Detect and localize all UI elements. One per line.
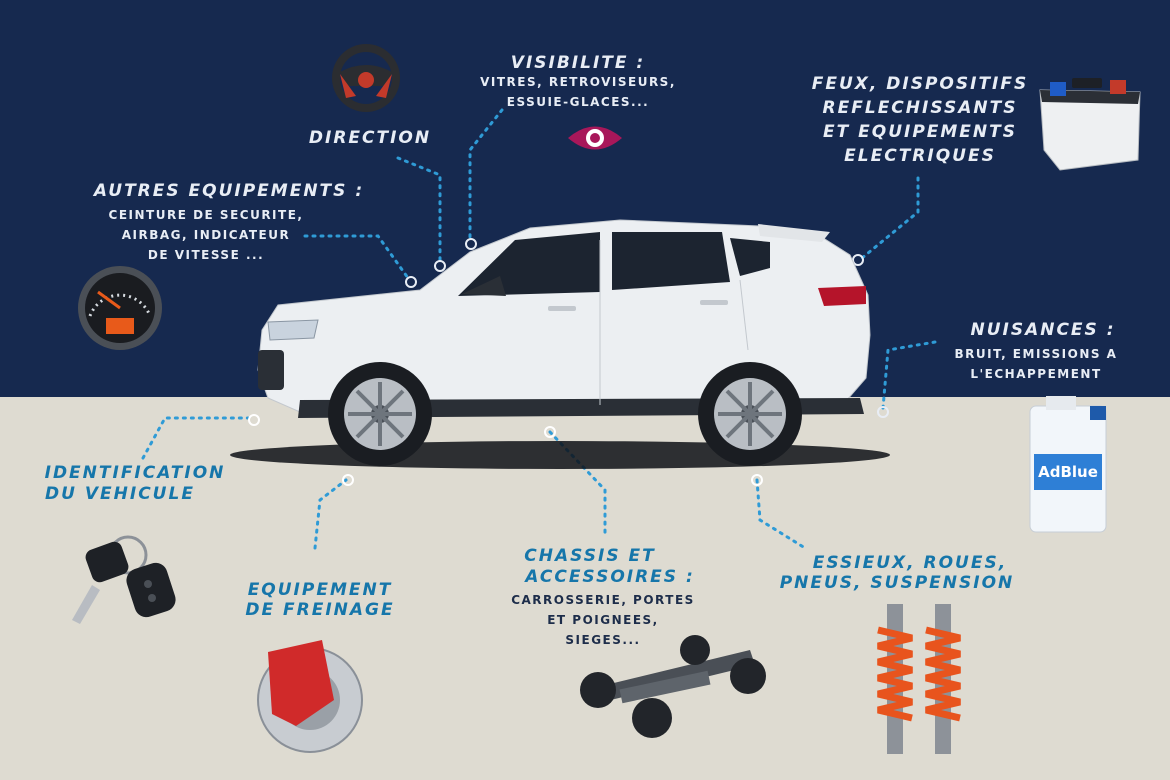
connector-identification [141,416,250,460]
label-chassis-sub3: SIEGES... [565,633,641,647]
label-freinage-2: DE FREINAGE [245,600,395,620]
label-identification-1: IDENTIFICATION [44,463,226,483]
marker-nuisances [877,406,889,418]
marker-freinage [342,474,354,486]
marker-direction [434,260,446,272]
marker-identification [248,414,260,426]
label-chassis-sub2: ET POIGNEES, [547,613,659,627]
connector-direction [396,156,442,264]
label-autres-sub2: AIRBAG, INDICATEUR [121,228,291,242]
eye-icon [568,126,622,150]
label-autres-sub1: CEINTURE DE SECURITE, [108,208,304,222]
label-essieux-1: ESSIEUX, ROUES, [812,553,1008,573]
label-essieux-2: PNEUS, SUSPENSION [779,573,1015,593]
label-autres-sub3: DE VITESSE ... [147,248,265,262]
steering-wheel-icon [332,44,400,112]
label-nuisances-sub1: BRUIT, EMISSIONS A [954,347,1118,361]
label-identification-2: DU VEHICULE [45,484,195,504]
connector-freinage [313,478,348,550]
label-visibilite-title: VISIBILITE : [510,53,646,73]
connector-feux [860,176,920,260]
label-nuisances-title: NUISANCES : [970,320,1116,340]
adblue-can-icon [1029,396,1107,533]
label-feux-2: REFLECHISSANTS [822,98,1018,118]
speedometer-icon [78,266,162,350]
label-autres-title: AUTRES EQUIPEMENTS : [93,181,365,201]
brake-disc-icon [257,640,363,753]
label-feux-3: ET EQUIPEMENTS [823,122,1017,142]
label-chassis-2: ACCESSOIRES : [525,567,695,587]
label-feux-4: ELECTRIQUES [844,146,996,166]
connector-essieux [755,478,807,550]
label-feux-1: FEUX, DISPOSITIFS [811,74,1029,94]
car-keys-icon [72,535,176,624]
connector-nuisances [881,340,937,410]
marker-autres [405,276,417,288]
label-chassis-1: CHASSIS ET [524,546,656,566]
label-visibilite-sub1: VITRES, RETROVISEURS, [480,75,676,89]
shock-absorber-icon [877,604,961,754]
marker-chassis [544,426,556,438]
car-battery-icon [1039,78,1141,171]
marker-feux [852,254,864,266]
label-nuisances-sub2: L'ECHAPPEMENT [970,367,1102,381]
connector-visibilite [468,108,504,242]
connector-autres [303,234,410,280]
chassis-icon [580,635,766,738]
label-freinage-1: EQUIPEMENT [247,580,393,600]
label-direction: DIRECTION [308,128,432,148]
marker-visibilite [465,238,477,250]
marker-essieux [751,474,763,486]
adblue-label: AdBlue [1038,463,1098,481]
label-chassis-sub1: CARROSSERIE, PORTES [511,593,695,607]
label-visibilite-sub2: ESSUIE-GLACES... [506,95,650,109]
